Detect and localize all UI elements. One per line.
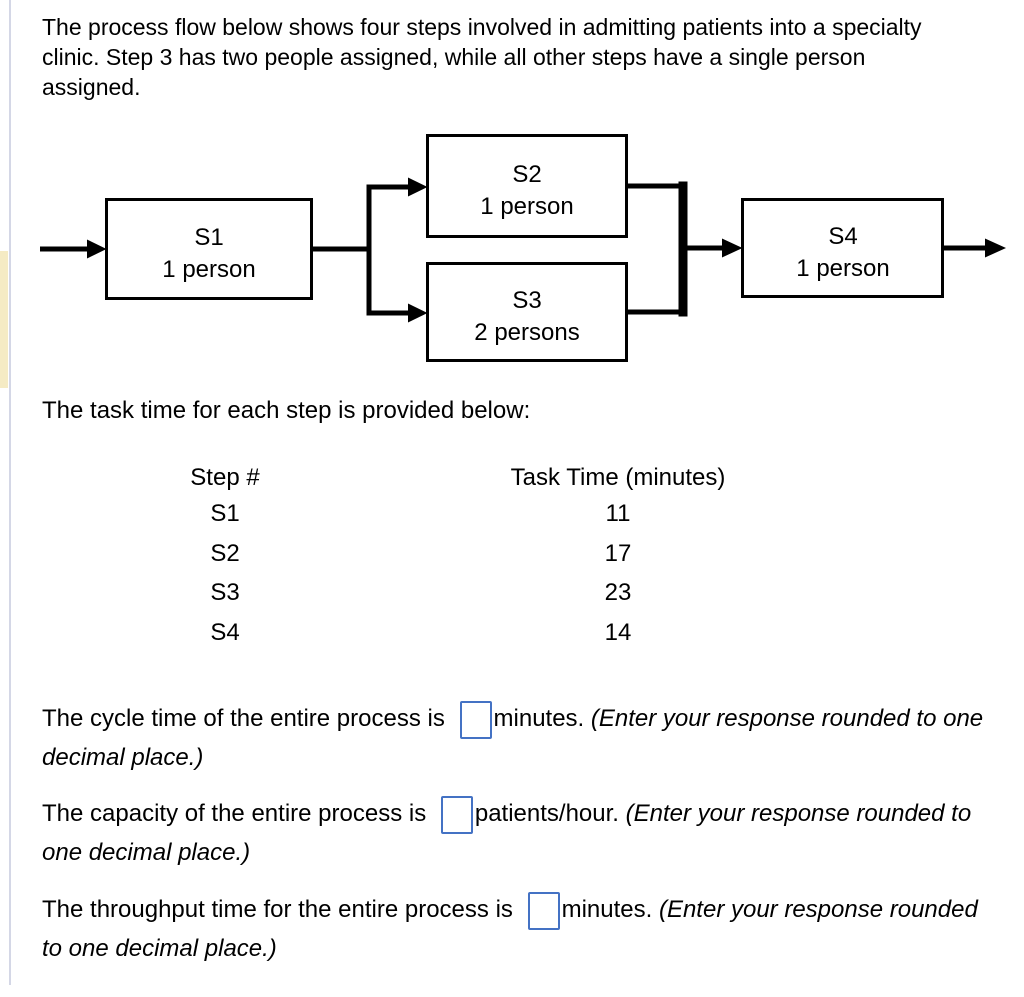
question-cycle-time: The cycle time of the entire process is … [42,700,1002,777]
left-border-line [9,0,11,985]
time-cell: 14 [604,618,632,646]
time-cell: 17 [604,539,632,567]
arrow-to-s3 [408,303,428,323]
step-cell: S1 [210,500,240,527]
cycle-time-input[interactable] [459,700,492,739]
table-row: S2 17 [0,534,786,574]
problem-statement-line: The process flow below shows four steps … [42,14,922,40]
question-text: The capacity of the entire process is [42,800,427,827]
step-capacity-label: 1 person [796,255,889,282]
step-capacity-label: 1 person [480,193,573,220]
step-capacity-label: 2 persons [474,319,579,346]
step-label: S1 [194,224,223,251]
time-cell: 11 [605,500,631,527]
merge-connector [627,181,743,317]
table-header-task-time: Task Time (minutes) [510,464,726,491]
step-capacity-label: 1 person [162,256,255,283]
table-row: S4 14 [0,613,786,653]
table-header-step: Step # [190,464,260,491]
unit-label: minutes. [493,705,585,732]
table-header-row: Step # Task Time (minutes) [0,462,786,494]
table-row: S3 23 [0,573,786,613]
step-box-s4: S4 1 person [741,198,944,298]
question-capacity: The capacity of the entire process is pa… [42,795,1002,872]
step-box-s1: S1 1 person [105,198,313,300]
arrow-to-s2 [408,177,428,197]
arrow-to-s4 [722,238,743,258]
problem-statement-line: assigned. [42,74,141,100]
left-highlight-strip [0,251,8,388]
question-text: The cycle time of the entire process is [42,705,445,732]
rounding-note: one decimal place.) [42,838,251,866]
time-cell: 23 [604,579,632,606]
step-cell: S3 [210,579,240,606]
process-flow-diagram: S1 1 person S2 1 person S3 2 persons S4 … [40,134,1006,362]
step-box-s3: S3 2 persons [426,262,628,362]
rounding-note: (Enter your response rounded to [625,800,972,827]
step-label: S3 [512,287,541,314]
question-throughput: The throughput time for the entire proce… [42,891,1002,968]
rounding-note: decimal place.) [42,743,204,771]
rounding-note: (Enter your response rounded to one [590,705,984,732]
table-row: S1 11 [0,494,786,534]
entry-arrow [40,239,107,259]
rounding-note: (Enter your response rounded [658,896,978,923]
capacity-input[interactable] [440,795,473,834]
step-label: S4 [828,223,857,250]
step-cell: S4 [210,618,240,646]
unit-label: patients/hour. [474,800,619,827]
split-connector [310,177,428,323]
rounding-note: to one decimal place.) [42,934,277,962]
unit-label: minutes. [561,896,653,923]
task-time-table: Step # Task Time (minutes) S1 11 S2 17 S3 23… [0,462,786,652]
step-cell: S2 [210,539,240,567]
question-text: The throughput time for the entire proce… [42,896,513,923]
exit-arrow [943,238,1006,258]
problem-statement-line: clinic. Step 3 has two people assigned, … [42,44,866,70]
throughput-input[interactable] [527,891,560,930]
step-box-s2: S2 1 person [426,134,628,238]
problem-statement: The process flow below shows four steps … [42,12,992,102]
task-time-intro: The task time for each step is provided … [42,397,531,424]
step-label: S2 [512,161,541,188]
